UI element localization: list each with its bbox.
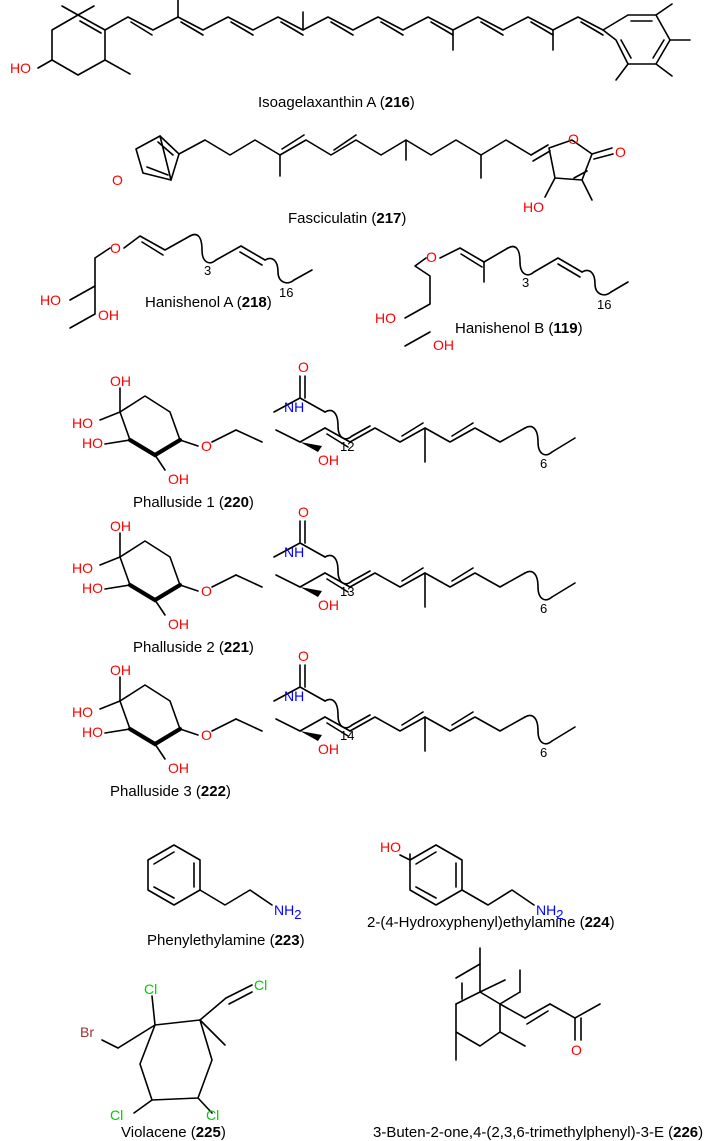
bonds-226 (455, 947, 601, 1061)
atom-o-link-222: O (201, 727, 212, 743)
caption-223: Phenylethylamine (223) (147, 932, 305, 949)
caption-217: Fasciculatin (217) (288, 210, 406, 227)
structure-225: Br Cl Cl Cl Cl Violacene (225) (80, 977, 267, 1141)
atom-o-furan-217: O (112, 172, 123, 188)
caption-221: Phalluside 2 (221) (133, 639, 254, 656)
atom-o-218: O (110, 240, 121, 256)
atom-oh-top-221: OH (110, 518, 131, 534)
bonds-221 (99, 520, 576, 616)
caption-222: Phalluside 3 (222) (110, 783, 231, 800)
atom-ho-left-221: HO (72, 560, 93, 576)
caption-225: Violacene (225) (121, 1124, 226, 1141)
index-220-b: 6 (540, 456, 547, 471)
bonds-225 (101, 984, 253, 1114)
atom-ho-mid-222: HO (82, 724, 103, 740)
atom-ho-left-220: HO (72, 415, 93, 431)
index-218-b: 16 (279, 285, 293, 300)
atom-cl-right-225: Cl (206, 1107, 219, 1123)
wedge-222 (300, 731, 322, 741)
atom-o-carbonyl-217: O (615, 144, 626, 160)
index-222-a: 14 (340, 728, 354, 743)
atom-ho-mid-220: HO (82, 435, 103, 451)
bold-edge-222 (127, 726, 183, 747)
atom-ho-217: HO (523, 199, 544, 215)
atom-o-226: O (571, 1042, 582, 1058)
atom-o-carbonyl-222: O (298, 648, 309, 664)
index-119-b: 16 (597, 297, 611, 312)
structure-220: OH HO HO OH O NH O OH 12 6 Phalluside 1 … (72, 359, 576, 511)
atom-o-ring-217: O (568, 131, 579, 147)
caption-216: Isoagelaxanthin A (216) (258, 94, 415, 111)
bold-edge-221 (127, 582, 183, 603)
bonds-223 (147, 844, 273, 906)
atom-nh-222: NH (284, 688, 304, 704)
atom-oh-chain-221: OH (318, 597, 339, 613)
atom-nh2-224: NH2 (536, 902, 563, 922)
atom-o-link-221: O (201, 583, 212, 599)
atom-cl-top-225: Cl (144, 981, 157, 997)
atom-cl-left-225: Cl (110, 1107, 123, 1123)
atom-oh-low-220: OH (168, 471, 189, 487)
index-221-b: 6 (540, 601, 547, 616)
caption-224: 2-(4-Hydroxyphenyl)ethylamine (224) (367, 914, 615, 931)
index-221-a: 13 (340, 584, 354, 599)
structure-223: NH2 Phenylethylamine (223) (147, 844, 305, 949)
atom-oh-low-222: OH (168, 760, 189, 776)
atom-nh2-223: NH2 (274, 902, 301, 922)
atom-ho-218: HO (40, 292, 61, 308)
atom-oh-top-222: OH (110, 662, 131, 678)
atom-oh-low-221: OH (168, 616, 189, 632)
structure-226: O 3-Buten-2-one,4-(2,3,6-trimethylphenyl… (373, 947, 703, 1141)
atom-oh-chain-222: OH (318, 741, 339, 757)
atom-oh-119: OH (433, 337, 454, 353)
atom-br-225: Br (80, 1024, 94, 1040)
wedge-221 (300, 587, 322, 597)
bonds-216 (37, 0, 691, 81)
atom-nh-221: NH (284, 544, 304, 560)
atom-o-119: O (426, 249, 437, 265)
atom-o-carbonyl-221: O (298, 504, 309, 520)
structure-222: OH HO HO OH O NH O OH 14 6 Phalluside 3 … (72, 648, 576, 800)
index-222-b: 6 (540, 745, 547, 760)
structure-218: O HO OH 3 16 Hanishenol A (218) (40, 233, 313, 329)
caption-220: Phalluside 1 (220) (133, 494, 254, 511)
index-218-a: 3 (204, 263, 211, 278)
bonds-220 (99, 375, 576, 471)
atom-ho-224: HO (380, 839, 401, 855)
atom-nh-220: NH (284, 399, 304, 415)
caption-218: Hanishenol A (218) (145, 294, 272, 311)
structure-216: HO Isoagelaxanthin A (216) (10, 0, 691, 111)
atom-ho-mid-221: HO (82, 580, 103, 596)
bonds-218 (69, 233, 313, 329)
atom-ho-left-222: HO (72, 704, 93, 720)
atom-oh-218: OH (98, 307, 119, 323)
bonds-119 (404, 245, 629, 347)
atom-ho-119: HO (375, 310, 396, 326)
atom-o-link-220: O (201, 438, 212, 454)
caption-119: Hanishenol B (119) (455, 320, 583, 337)
index-220-a: 12 (340, 439, 354, 454)
index-119-a: 3 (522, 275, 529, 290)
caption-226: 3-Buten-2-one,4-(2,3,6-trimethylphenyl)-… (373, 1124, 703, 1141)
structure-217: O O O HO Fasciculatin (217) (112, 131, 626, 227)
wedge-220 (300, 442, 322, 452)
atom-oh-top-220: OH (110, 373, 131, 389)
bold-edge-220 (127, 437, 183, 458)
bonds-224 (399, 844, 535, 906)
atom-ho-216: HO (10, 60, 31, 76)
bonds-217 (135, 134, 614, 201)
structure-119: O HO OH 3 16 Hanishenol B (119) (375, 245, 629, 353)
atom-o-carbonyl-220: O (298, 359, 309, 375)
structure-221: OH HO HO OH O NH O OH 13 6 Phalluside 2 … (72, 504, 576, 656)
atom-cl-vinyl-225: Cl (254, 977, 267, 993)
atom-oh-chain-220: OH (318, 452, 339, 468)
structure-224: HO NH2 2-(4-Hydroxyphenyl)ethylamine (22… (367, 839, 615, 931)
